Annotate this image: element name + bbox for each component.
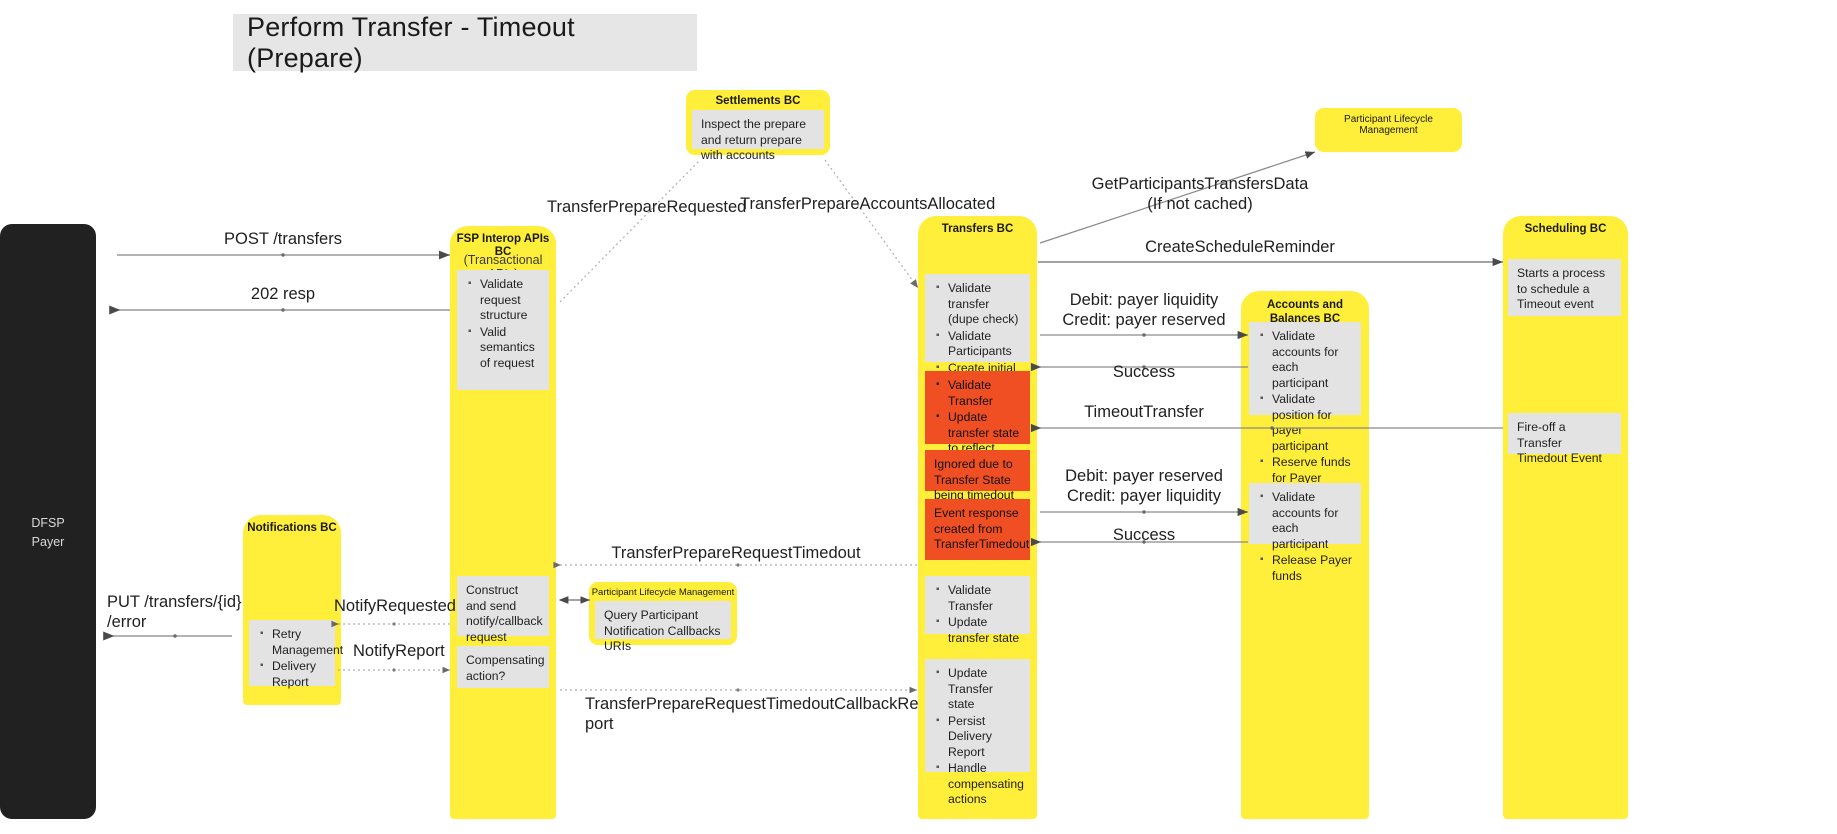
box-validate-request: Validate request structure Valid semanti… — [457, 270, 549, 390]
list-item: Retry Management — [260, 626, 343, 658]
list-item: Validate transfer (dupe check) — [936, 280, 1022, 328]
lane-transfers-bc: Transfers BC Validate transfer (dupe che… — [918, 216, 1037, 819]
box-update-persist-handle: Update Transfer state Persist Delivery R… — [925, 659, 1030, 806]
edge-label-success-1: Success — [1112, 363, 1176, 381]
lane-notifications-bc: Notifications BC Retry Management Delive… — [243, 515, 343, 705]
node-participant-lifecycle-management-top-title: Participant Lifecycle Management — [1344, 114, 1433, 136]
box-compensating-action: Compensating action? — [457, 646, 549, 688]
box-settlements-inspect: Inspect the prepare and return prepare w… — [692, 110, 824, 162]
list-item: Validate request structure — [468, 276, 541, 324]
edge-label-notify-report: NotifyReport — [353, 642, 445, 660]
box-validate-update-state: Validate Transfer Update transfer state — [925, 576, 1030, 645]
box-text: Inspect the prepare and return prepare w… — [701, 117, 807, 162]
list-item: Validate Transfer — [936, 582, 1022, 614]
list-item: Validate accounts for each participant — [1260, 489, 1353, 552]
box-fire-off-timedout: Fire-off a Transfer Timedout Event — [1508, 413, 1621, 465]
box-text: Compensating action? — [466, 653, 545, 683]
edge-label-notify-requested: NotifyRequested — [334, 597, 456, 615]
box-event-response-timedout: Event response created from TransferTime… — [925, 499, 1030, 560]
box-query-participant-callbacks: Query Participant Notification Callbacks… — [595, 601, 731, 653]
node-settlements-bc-title: Settlements BC — [715, 95, 801, 107]
box-text: Starts a process to schedule a Timeout e… — [1517, 266, 1606, 311]
list-item: Validate accounts for each participant — [1260, 328, 1353, 391]
lane-fsp-interop-apis-bc-title: FSP Interop APIs BC — [456, 233, 550, 258]
node-participant-lifecycle-management-top: Participant Lifecycle Management — [1315, 108, 1462, 152]
lane-dfsp-payer: DFSP Payer — [0, 224, 96, 819]
box-text: Fire-off a Transfer Timedout Event — [1517, 420, 1602, 465]
lane-fsp-interop-apis-bc: FSP Interop APIs BC (Transactional APIs)… — [450, 226, 556, 819]
list-item: Release Payer funds — [1260, 552, 1353, 584]
edge-label-transfer-prepare-request-timedout-callback-report: TransferPrepareRequestTimedoutCallbackRe… — [585, 695, 919, 733]
edge-label-debit-reserved-credit-liquidity: Debit: payer reserved Credit: payer liqu… — [1065, 467, 1223, 505]
edge-label-transfer-prepare-requested: TransferPrepareRequested — [547, 198, 747, 216]
box-validate-release: Validate accounts for each participant R… — [1249, 483, 1361, 583]
node-settlements-bc: Settlements BC Inspect the prepare and r… — [686, 90, 830, 162]
node-participant-lifecycle-management-bottom: Participant Lifecycle Management Query P… — [589, 582, 737, 653]
edge-label-create-schedule-reminder: CreateScheduleReminder — [1145, 238, 1335, 256]
edge-label-success-2: Success — [1112, 526, 1176, 544]
edge-label-transfer-prepare-request-timedout: TransferPrepareRequestTimedout — [611, 544, 861, 562]
lane-dfsp-payer-label-line1: DFSP — [31, 516, 65, 530]
edge-label-transfer-prepare-accounts-allocated: TransferPrepareAccountsAllocated — [740, 195, 996, 213]
lane-dfsp-payer-label-line2: Payer — [31, 535, 65, 549]
edge-label-post-transfers: POST /transfers — [224, 230, 342, 248]
list-item: Update transfer state — [936, 614, 1022, 646]
box-construct-notify: Construct and send notify/callback reque… — [457, 576, 549, 644]
edge-label-timeout-transfer: TimeoutTransfer — [1084, 403, 1204, 421]
lane-scheduling-bc: Scheduling BC Starts a process to schedu… — [1503, 216, 1628, 819]
box-retry-delivery: Retry Management Delivery Report — [249, 620, 343, 689]
list-item: Validate position for payer participant — [1260, 391, 1353, 454]
list-item: Persist Delivery Report — [936, 713, 1022, 761]
page-title: Perform Transfer - Timeout (Prepare) — [233, 12, 697, 73]
lane-accounts-and-balances-bc: Accounts and Balances BC Validate accoun… — [1241, 291, 1369, 819]
edge-label-resp-202: 202 resp — [250, 285, 316, 303]
lane-scheduling-bc-title: Scheduling BC — [1524, 223, 1607, 235]
list-item: Delivery Report — [260, 658, 327, 690]
box-validate-reserve: Validate accounts for each participant V… — [1249, 322, 1361, 485]
list-item: Valid semantics of request — [468, 324, 541, 372]
node-participant-lifecycle-management-bottom-title: Participant Lifecycle Management — [591, 587, 735, 598]
box-text: Ignored due to Transfer State being time… — [934, 457, 1014, 502]
box-ignored-timedout: Ignored due to Transfer State being time… — [925, 450, 1030, 502]
box-validate-transfer-dupe: Validate transfer (dupe check) Validate … — [925, 274, 1030, 390]
list-item: Validate Transfer — [936, 377, 1022, 409]
edge-label-put-transfers-error: PUT /transfers/{id} /error — [107, 593, 242, 631]
lane-notifications-bc-title: Notifications BC — [247, 522, 337, 534]
lane-transfers-bc-title: Transfers BC — [941, 223, 1014, 235]
edge-label-get-participants-transfers-data: GetParticipantsTransfersData (If not cac… — [1091, 175, 1309, 213]
list-item: Validate Participants — [936, 328, 1022, 360]
list-item: Handle compensating actions — [936, 760, 1024, 808]
box-text: Query Participant Notification Callbacks… — [604, 608, 721, 653]
list-item: Reserve funds for Payer — [1260, 454, 1353, 486]
box-schedule-timeout: Starts a process to schedule a Timeout e… — [1508, 259, 1621, 316]
box-text: Construct and send notify/callback reque… — [466, 583, 543, 644]
box-validate-update-timeout: Validate Transfer Update transfer state … — [925, 371, 1030, 471]
box-text: Event response created from TransferTime… — [934, 506, 1030, 551]
list-item: Update Transfer state — [936, 665, 1022, 713]
edge-label-debit-liquidity-credit-reserved: Debit: payer liquidity Credit: payer res… — [1062, 291, 1226, 329]
